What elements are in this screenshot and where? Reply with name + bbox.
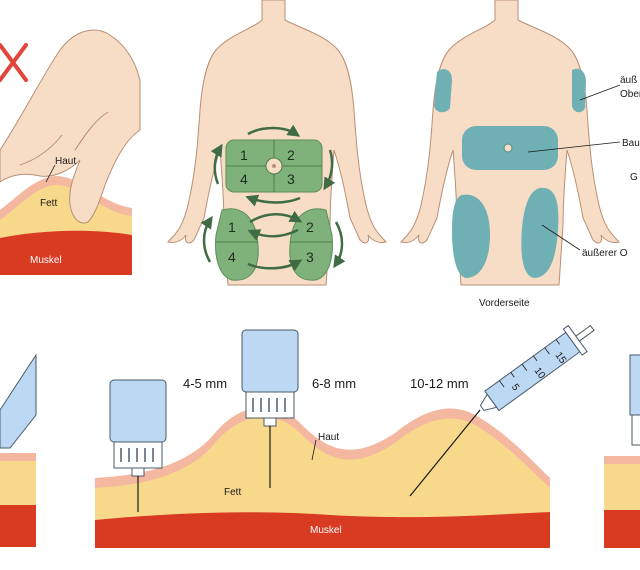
- partial-pen-icon: [629, 354, 640, 446]
- fat-layer: [0, 182, 132, 238]
- haut-pointer-line: [45, 164, 56, 183]
- label-fett: Fett: [40, 198, 57, 209]
- pinch-panel: Haut Fett Muskel: [0, 29, 141, 275]
- label-front-view: Vorderseite: [479, 298, 530, 309]
- bottom-muscle-layer: [95, 512, 550, 548]
- label-haut: Haut: [55, 156, 76, 167]
- needle-length-long: 10-12 mm: [410, 376, 469, 391]
- left-thigh-zone-label-1: 1: [228, 219, 236, 235]
- left-partial-panel: [0, 353, 37, 547]
- bottom-skin-layer: [95, 406, 550, 488]
- label-buttocks: G: [630, 172, 638, 183]
- label-fett-2: Fett: [224, 487, 241, 498]
- left-thigh-zone-label-4: 4: [228, 249, 236, 265]
- angled-pen-icon: [0, 353, 37, 449]
- syringe-long: 15 10 5: [479, 324, 595, 412]
- label-muskel: Muskel: [30, 255, 62, 266]
- bottom-fat-layer: [95, 413, 550, 520]
- needle-length-medium: 6-8 mm: [312, 376, 356, 391]
- haut-pointer-line-2: [311, 439, 317, 461]
- needle-length-panel: 15 10 5 4-5 mm 6-8 mm 10-12 mm Haut Fett…: [95, 324, 595, 548]
- pinching-hand-icon: [0, 29, 141, 224]
- left-outer-thigh-area: [452, 194, 490, 278]
- skin-layer: [0, 175, 132, 220]
- abdomen-zone-label-2: 2: [287, 147, 295, 163]
- right-thigh-zone-label-3: 3: [306, 249, 314, 265]
- syringe-needle: [409, 409, 481, 497]
- body-zones-figure: 1 2 4 3 1 4 2 3: [167, 0, 387, 286]
- wrong-cross-icon: [0, 43, 28, 82]
- syringe-scale-5: 5: [509, 382, 521, 393]
- label-upper-arm-1: äuß: [620, 75, 637, 86]
- right-outer-thigh-area: [521, 187, 559, 278]
- pen-needle-short: [109, 379, 167, 512]
- label-outer-thigh: äußerer O: [582, 248, 628, 259]
- body-areas-figure: äuß Ober Bauc G äußerer O Vorderseite: [400, 0, 640, 309]
- right-upper-arm-area: [572, 68, 586, 113]
- left-thigh-zone: [215, 208, 259, 281]
- label-muskel-2: Muskel: [310, 525, 342, 536]
- needle-length-short: 4-5 mm: [183, 376, 227, 391]
- pen-needle-medium: [241, 329, 299, 488]
- right-partial-panel: [604, 354, 640, 548]
- label-abdomen: Bauc: [622, 138, 640, 149]
- rotation-arrows: [200, 124, 346, 272]
- left-upper-arm-area: [434, 69, 452, 113]
- abdomen-zone-label-3: 3: [287, 171, 295, 187]
- abdomen-zone-label-4: 4: [240, 171, 248, 187]
- label-upper-arm-2: Ober: [620, 89, 640, 100]
- label-haut-2: Haut: [318, 432, 339, 443]
- muscle-layer: [0, 229, 132, 275]
- abdomen-zone-label-1: 1: [240, 147, 248, 163]
- right-thigh-zone-label-2: 2: [306, 219, 314, 235]
